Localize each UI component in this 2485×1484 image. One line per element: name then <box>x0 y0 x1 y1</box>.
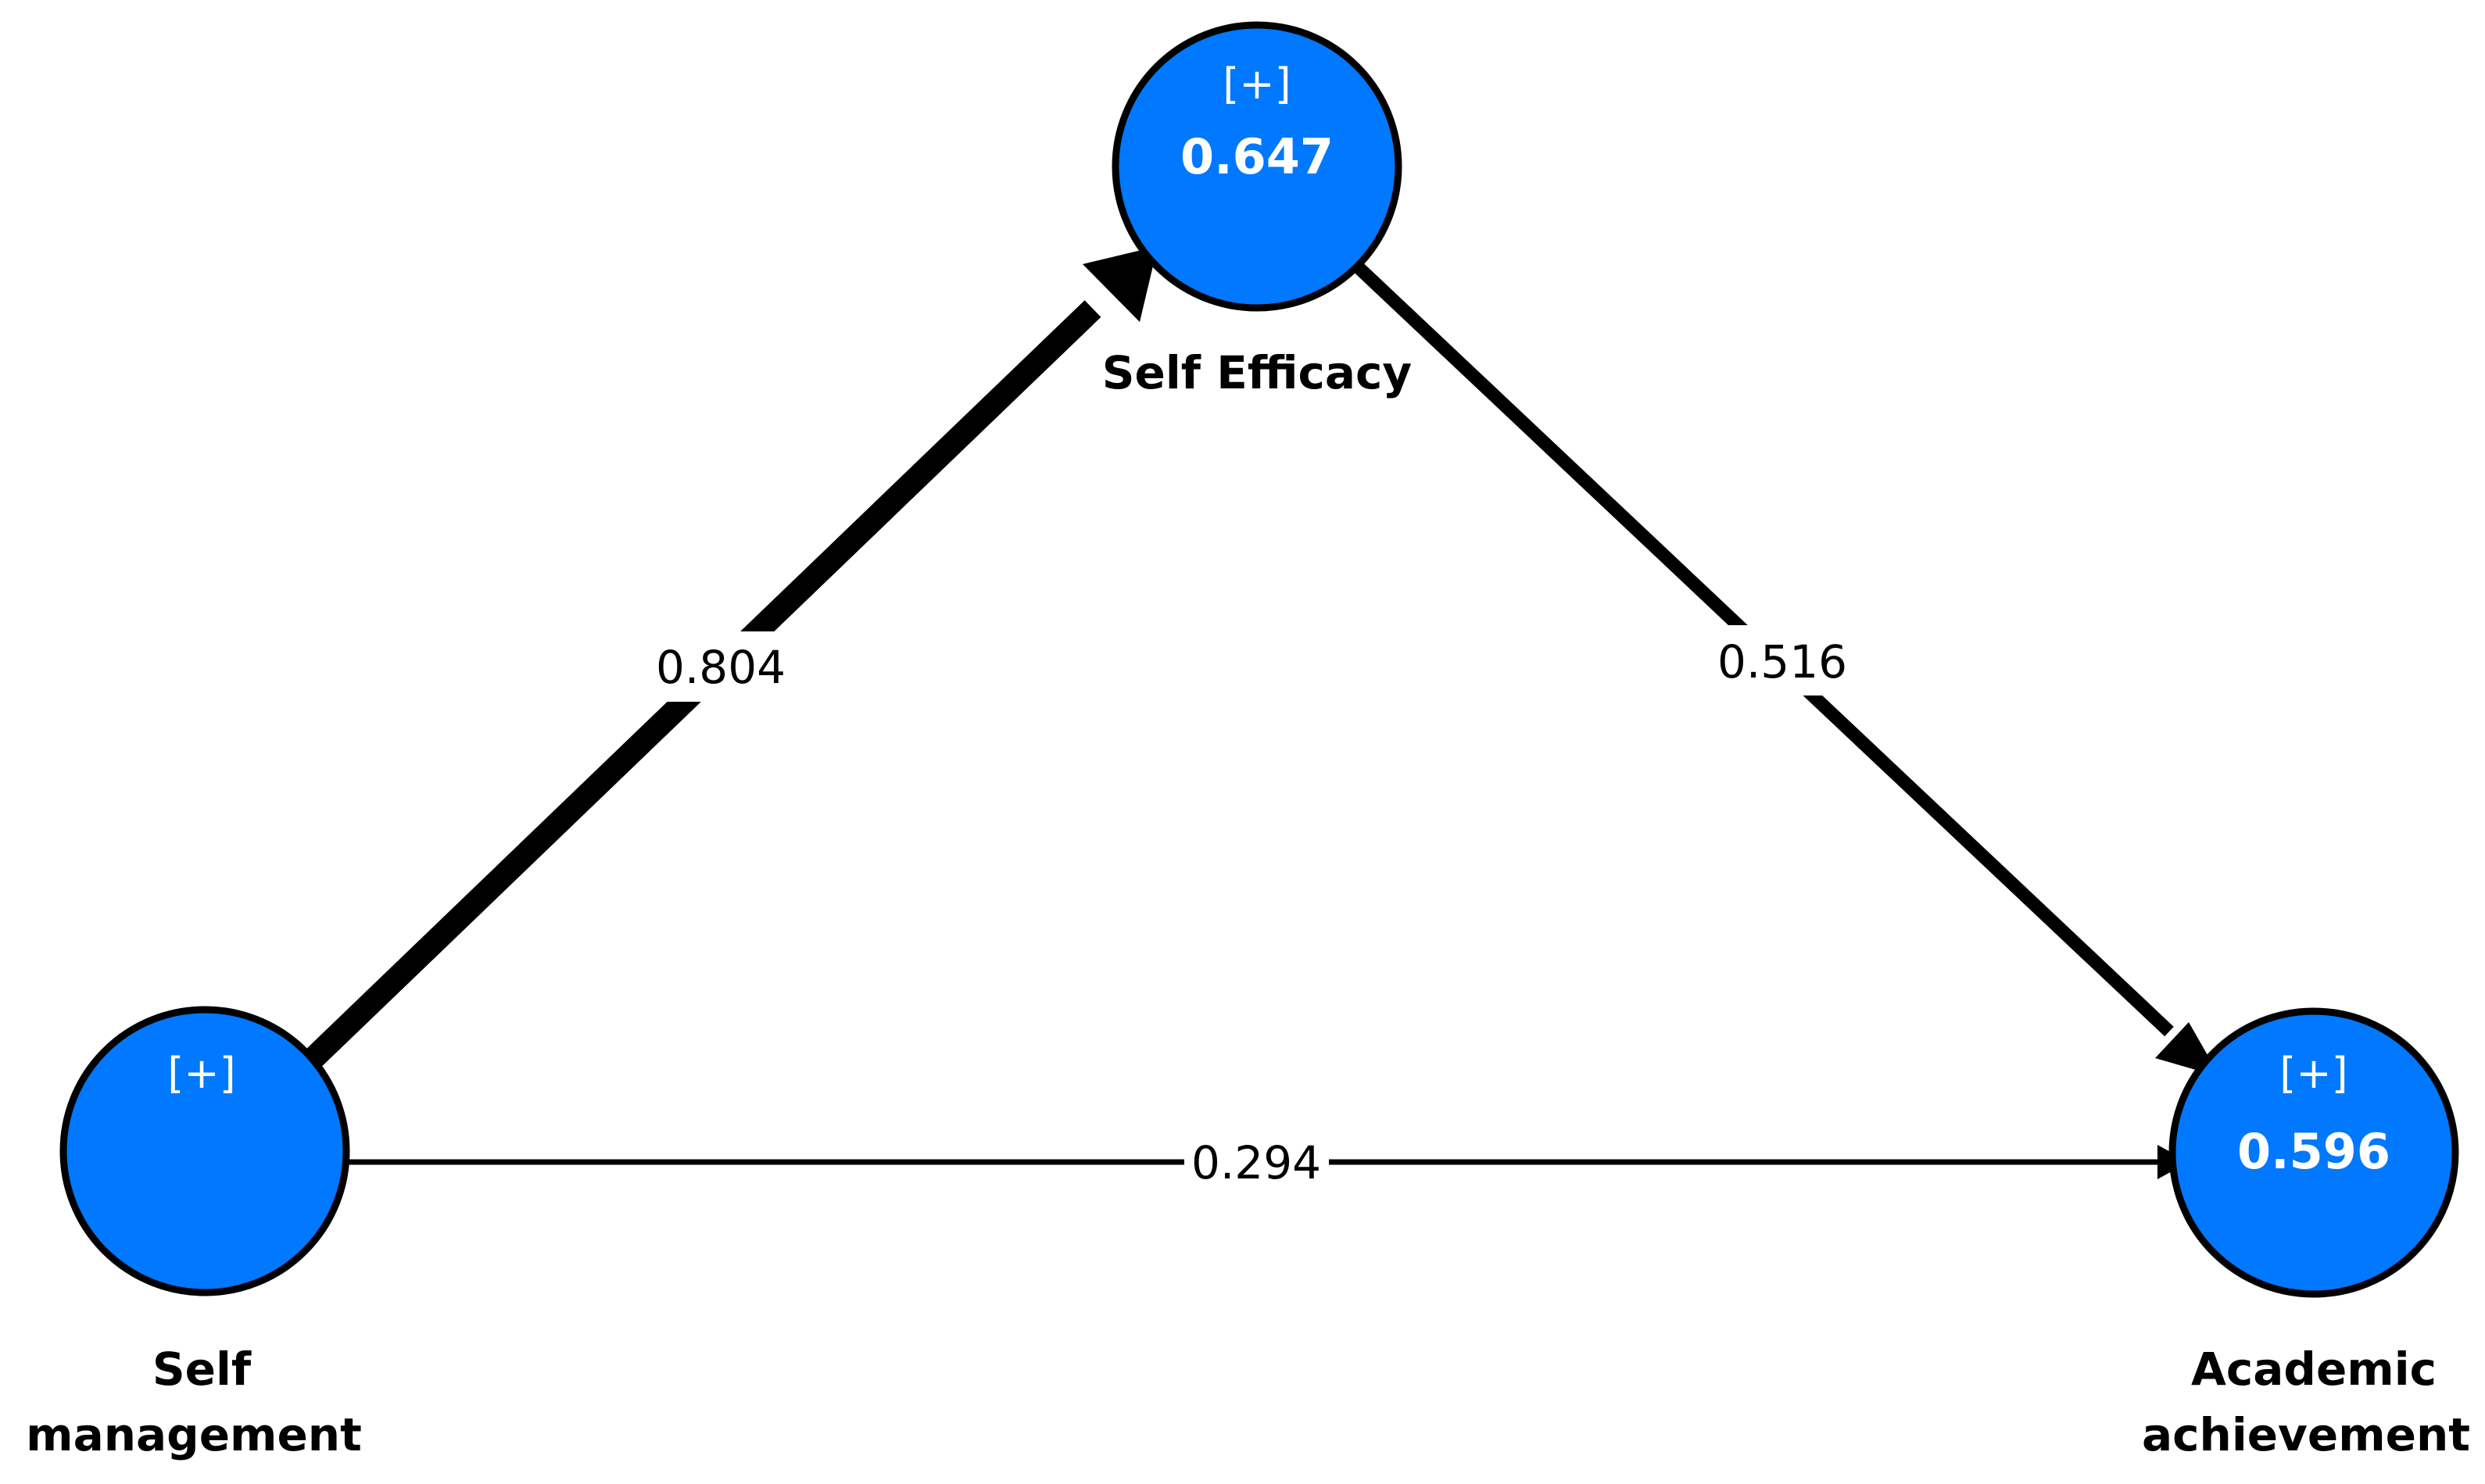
node-label-self-management-line2: management <box>26 1408 362 1461</box>
node-academic-achievement[interactable]: [+] 0.596 Academic achievement <box>2142 1007 2470 1461</box>
nodes: [+] Self management [+] 0.647 Self Effic… <box>26 21 2470 1461</box>
edge-self-efficacy-to-academic-achievement[interactable]: 0.516 <box>1346 255 2220 1077</box>
node-self-management[interactable]: [+] Self management <box>26 1006 362 1461</box>
node-value-academic-achievement: 0.596 <box>2237 1123 2390 1180</box>
node-circle-self-efficacy[interactable] <box>1112 21 1402 312</box>
edges: 0.804 0.516 0.294 <box>300 246 2220 1196</box>
expand-toggle-self-management[interactable]: [+] <box>167 1049 235 1098</box>
edge-label-bg-se-aa <box>1710 625 1855 696</box>
node-self-efficacy[interactable]: [+] 0.647 Self Efficacy <box>1102 21 1412 399</box>
node-circle-self-management[interactable] <box>59 1006 350 1296</box>
edge-self-management-to-academic-achievement[interactable]: 0.294 <box>348 1131 2189 1196</box>
node-circle-academic-achievement[interactable] <box>2168 1007 2459 1298</box>
edge-label-sm-se: 0.804 <box>656 641 786 694</box>
node-label-self-efficacy: Self Efficacy <box>1102 346 1412 399</box>
edge-self-management-to-self-efficacy[interactable]: 0.804 <box>300 246 1158 1071</box>
edge-label-bg-sm-aa <box>1184 1131 1329 1196</box>
edge-label-bg-sm-se <box>649 631 793 702</box>
node-label-self-management-line1: Self <box>152 1343 252 1396</box>
node-label-academic-achievement-line2: achievement <box>2142 1408 2470 1461</box>
edge-label-se-aa: 0.516 <box>1717 635 1847 688</box>
node-label-academic-achievement-line1: Academic <box>2191 1343 2437 1396</box>
node-value-self-efficacy: 0.647 <box>1180 128 1334 185</box>
expand-toggle-self-efficacy[interactable]: [+] <box>1223 59 1291 109</box>
arrowhead-sm-se <box>1083 246 1158 322</box>
expand-toggle-academic-achievement[interactable]: [+] <box>2279 1049 2347 1098</box>
edge-label-sm-aa: 0.294 <box>1191 1136 1321 1189</box>
